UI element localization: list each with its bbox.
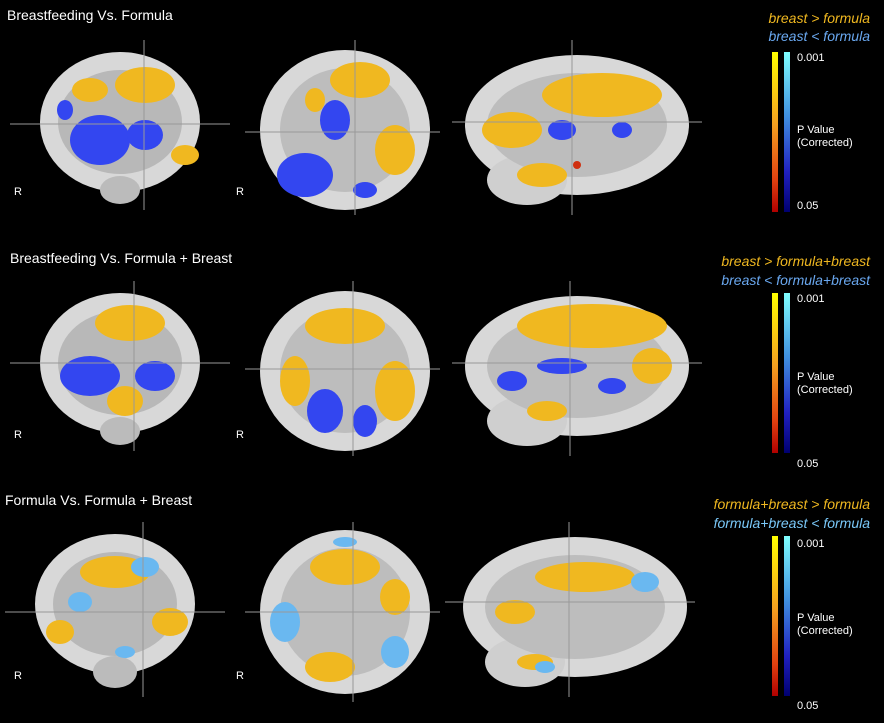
coronal-slice	[5, 522, 225, 697]
axial-slice	[245, 40, 440, 215]
axial-slice	[245, 281, 440, 456]
sagittal-slice	[452, 281, 702, 456]
sagittal-slice	[452, 40, 702, 215]
p-value-title-line1: P Value	[797, 124, 835, 136]
p-value-title-line2: (Corrected)	[797, 625, 853, 637]
p-value-bottom: 0.05	[797, 700, 819, 712]
colorbar-warm	[772, 293, 778, 453]
legend-negative-contrast: breast < formula	[768, 28, 870, 44]
side-label-r: R	[14, 670, 22, 682]
panel-title: Breastfeeding Vs. Formula + Breast	[10, 250, 233, 266]
coronal-brain-image	[10, 40, 230, 210]
legend-positive-contrast: formula+breast > formula	[713, 496, 870, 512]
coronal-slice	[10, 281, 230, 451]
legend-negative-contrast: formula+breast < formula	[713, 515, 870, 531]
panel-title: Formula Vs. Formula + Breast	[5, 492, 193, 508]
coronal-slice	[10, 40, 230, 210]
panel-breastfeeding-vs-formula: Breastfeeding Vs. Formula R	[0, 0, 884, 241]
colorbar-warm	[772, 536, 778, 696]
p-value-bottom: 0.05	[797, 458, 819, 470]
p-value-top: 0.001	[797, 52, 825, 64]
p-value-top: 0.001	[797, 538, 825, 550]
side-label-r: R	[14, 429, 22, 441]
panel-formula-vs-formula-breast: Formula Vs. Formula + Breast R	[0, 482, 884, 723]
side-label-r: R	[236, 429, 244, 441]
legend-positive-contrast: breast > formula+breast	[721, 253, 870, 269]
axial-brain-image	[245, 522, 440, 702]
axial-brain-image	[245, 40, 440, 215]
p-value-bottom: 0.05	[797, 200, 819, 212]
p-value-title: P Value (Corrected)	[797, 371, 853, 397]
side-label-r: R	[14, 186, 22, 198]
legend-positive-contrast: breast > formula	[768, 10, 870, 26]
axial-brain-image	[245, 281, 440, 456]
coronal-brain-image	[10, 281, 230, 451]
p-value-title: P Value (Corrected)	[797, 124, 853, 150]
p-value-title-line2: (Corrected)	[797, 384, 853, 396]
panel-breastfeeding-vs-formula-breast: Breastfeeding Vs. Formula + Breast R	[0, 241, 884, 482]
sagittal-slice	[445, 522, 695, 697]
p-value-top: 0.001	[797, 293, 825, 305]
colorbar-cool	[784, 52, 790, 212]
sagittal-brain-image	[445, 522, 695, 697]
legend-negative-contrast: breast < formula+breast	[721, 272, 870, 288]
colorbar-cool	[784, 293, 790, 453]
p-value-title: P Value (Corrected)	[797, 612, 853, 638]
sagittal-brain-image	[452, 40, 702, 215]
sagittal-brain-image	[452, 281, 702, 456]
side-label-r: R	[236, 186, 244, 198]
colorbar-cool	[784, 536, 790, 696]
panel-title: Breastfeeding Vs. Formula	[7, 7, 173, 23]
p-value-title-line1: P Value	[797, 371, 835, 383]
p-value-title-line2: (Corrected)	[797, 137, 853, 149]
side-label-r: R	[236, 670, 244, 682]
colorbar-warm	[772, 52, 778, 212]
p-value-title-line1: P Value	[797, 612, 835, 624]
axial-slice	[245, 522, 440, 702]
coronal-brain-image	[5, 522, 225, 697]
